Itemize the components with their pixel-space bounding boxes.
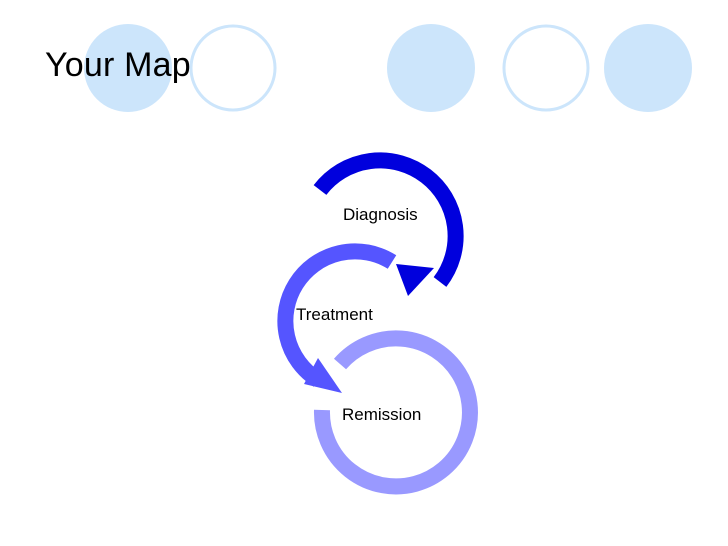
remission-ring: [313, 330, 478, 495]
decor-circle-outline-2: [502, 24, 590, 112]
step-label-diagnosis: Diagnosis: [343, 205, 418, 224]
treatment-arrowhead: [304, 358, 342, 393]
slide-title: Your Map: [45, 46, 191, 84]
decor-circle-outline-1: [189, 24, 277, 112]
decor-circle-filled-2: [387, 24, 475, 112]
diagnosis-ring: [313, 152, 464, 296]
diagnosis-arrowhead: [396, 264, 434, 296]
remission-arc: [313, 330, 478, 495]
treatment-arc: [277, 243, 397, 387]
decor-circle-filled-1: [84, 24, 172, 112]
step-label-treatment: Treatment: [296, 305, 373, 324]
decor-circle-filled-3: [604, 24, 692, 112]
step-label-remission: Remission: [342, 405, 421, 424]
diagnosis-arc: [313, 152, 464, 287]
treatment-ring: [277, 243, 397, 393]
